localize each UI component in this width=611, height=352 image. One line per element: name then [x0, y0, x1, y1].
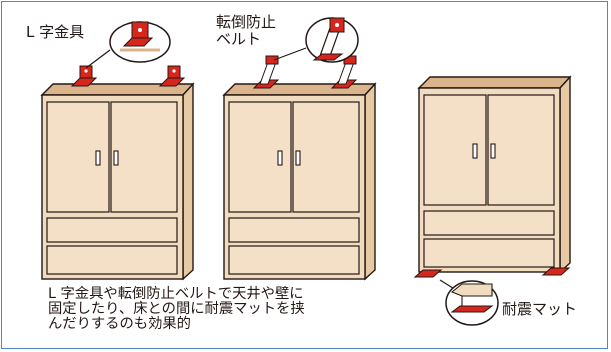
label-anti-tip-belt: 転倒防止 ベルト	[216, 14, 276, 47]
label-anti-seismic-mat: 耐震マット	[502, 300, 578, 318]
belt-left	[252, 55, 280, 89]
l-bracket-right	[158, 65, 186, 87]
l-bracket-left	[70, 65, 98, 87]
belt-magnifier	[273, 17, 359, 63]
cabinet-with-mat	[413, 76, 571, 278]
caption-line-2: 固定したり、床との間に耐震マットを挟	[48, 301, 305, 317]
caption-text: L 字金具や転倒防止ベルトで天井や壁に 固定したり、床との間に耐震マットを挟 ん…	[48, 287, 388, 332]
caption-line-1: L 字金具や転倒防止ベルトで天井や壁に	[48, 286, 304, 302]
l-bracket-magnifier	[85, 21, 171, 69]
label-l-bracket: L 字金具	[26, 23, 85, 41]
label-anti-tip-belt-line2: ベルト	[216, 29, 262, 48]
cabinet-with-l-brackets	[41, 21, 194, 280]
label-anti-tip-belt-line1: 転倒防止	[216, 13, 277, 31]
mat-magnifier	[439, 279, 499, 326]
mat-pads	[413, 267, 571, 278]
caption-line-3: んだりするのも効果的	[48, 316, 191, 332]
cabinet-with-belts	[223, 17, 376, 280]
